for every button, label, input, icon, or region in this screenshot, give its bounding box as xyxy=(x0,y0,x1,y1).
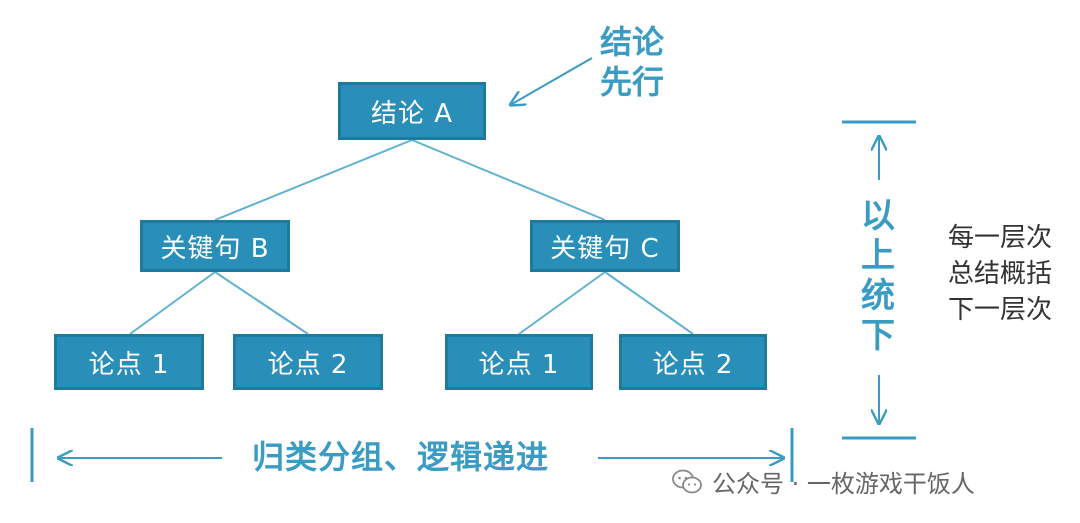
connector-b-b2 xyxy=(214,271,309,335)
conclusion-first-line-1: 结论 xyxy=(600,23,665,61)
wechat-icon xyxy=(672,469,702,493)
top-down-char-3: 统 xyxy=(861,276,895,316)
connector-root-c xyxy=(411,139,606,221)
summary-line-2: 总结概括 xyxy=(948,259,1053,289)
node-conclusion-a: 结论 A xyxy=(338,82,486,140)
node-point-b2: 论点 2 xyxy=(233,334,383,390)
top-down-char-1: 以 xyxy=(861,196,895,236)
summary-note: 每一层次 总结概括 下一层次 xyxy=(948,220,1052,328)
connector-c-c1 xyxy=(518,271,606,335)
node-point-b1: 论点 1 xyxy=(54,334,204,390)
connector-c-c2 xyxy=(604,271,694,335)
node-point-c1: 论点 1 xyxy=(445,334,593,390)
summary-line-3: 下一层次 xyxy=(948,295,1053,325)
node-point-c2: 论点 2 xyxy=(619,334,767,390)
summary-line-1: 每一层次 xyxy=(948,223,1053,253)
connector-b-b1 xyxy=(129,271,216,335)
group-progress-label: 归类分组、逻辑递进 xyxy=(252,438,550,476)
node-key-sentence-b: 关键句 B xyxy=(140,220,290,272)
top-down-char-2: 上 xyxy=(861,236,895,276)
conclusion-first-line-2: 先行 xyxy=(600,63,665,101)
watermark: 公众号 · 一枚游戏干饭人 xyxy=(672,464,975,499)
arrow-to-root xyxy=(512,57,593,104)
top-down-label: 以 上 统 下 xyxy=(858,196,898,356)
conclusion-first-label: 结论 先行 xyxy=(600,22,664,102)
watermark-text: 公众号 · 一枚游戏干饭人 xyxy=(712,470,975,498)
node-key-sentence-c: 关键句 C xyxy=(530,220,680,272)
connector-root-b xyxy=(214,139,413,221)
top-down-char-4: 下 xyxy=(861,316,895,356)
